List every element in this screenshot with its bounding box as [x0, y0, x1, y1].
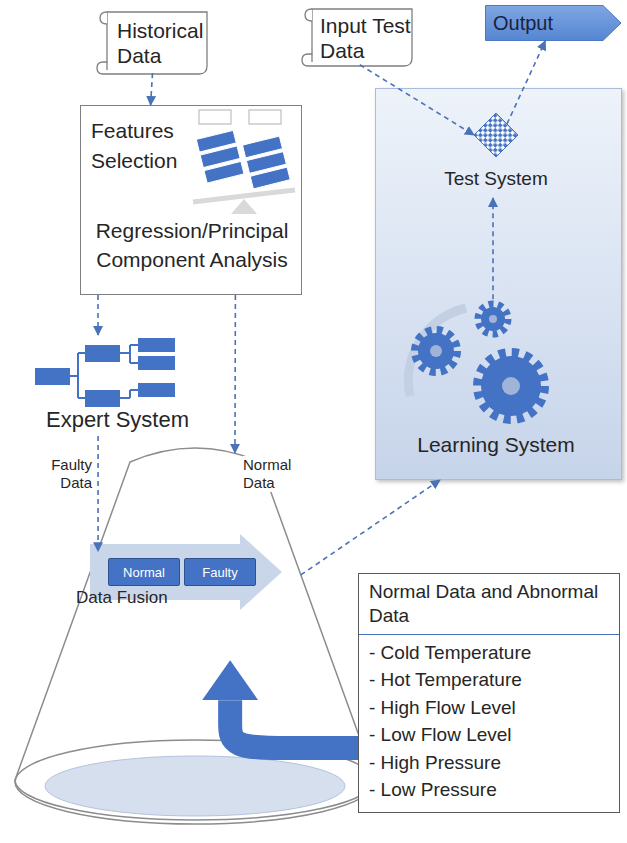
process-box: Features SelectionRegression/Principal C…	[80, 105, 302, 295]
art-part	[138, 383, 175, 397]
node-label: Regression/Principal Component Analysis	[85, 216, 299, 275]
edge-label: Normal Data	[243, 456, 297, 492]
art-part	[302, 9, 412, 66]
dashed-arrow	[360, 65, 474, 135]
list-item: - High Flow Level	[359, 694, 619, 722]
list-item: - High Pressure	[359, 749, 619, 777]
art-part	[250, 167, 290, 189]
list-item: - Low Flow Level	[359, 721, 619, 749]
block-arrow	[230, 700, 358, 748]
art-part	[35, 338, 175, 407]
art-part	[502, 377, 520, 395]
node-label: Output	[493, 11, 603, 35]
art-part	[415, 330, 457, 372]
node-label: Historical Data	[117, 18, 207, 68]
document-node: Input Test Data	[300, 5, 415, 70]
art-part	[408, 308, 466, 396]
list-item: - Low Pressure	[359, 776, 619, 804]
art-part	[138, 338, 175, 352]
document-node: Historical Data	[95, 8, 210, 78]
art-part	[481, 356, 541, 416]
art-part	[242, 136, 290, 189]
art-part	[231, 199, 257, 214]
art-part	[120, 345, 138, 363]
art-part	[85, 345, 120, 362]
node-label: Learning System	[396, 432, 596, 457]
state-box: Normal	[108, 558, 180, 586]
data-fusion-cone: Normal FaultyData Fusion	[10, 440, 380, 830]
dashed-arrow	[234, 295, 236, 453]
art-part	[474, 113, 518, 157]
node-label: Features Selection	[91, 116, 195, 177]
dashed-arrow	[97, 436, 99, 551]
dashed-arrow	[97, 295, 99, 335]
art-part	[204, 161, 244, 183]
art-part	[199, 110, 231, 124]
art-part	[305, 9, 312, 21]
art-part	[478, 353, 544, 419]
node-label: Test System	[421, 168, 571, 191]
art-part	[249, 110, 281, 124]
system-panel: Test System Learning System	[375, 88, 622, 480]
node-label: Input Test Data	[320, 13, 412, 63]
art-part	[70, 353, 85, 398]
art-part	[45, 756, 345, 816]
art-part	[415, 304, 544, 419]
test-system: Test System	[421, 113, 571, 198]
art-part	[15, 448, 375, 820]
art-part	[120, 390, 138, 398]
document-shape	[95, 8, 210, 78]
data-list-box: Normal Data and Abnormal Data- Cold Temp…	[358, 573, 620, 813]
list-item: - Cold Temperature	[359, 635, 619, 667]
art-part	[489, 315, 497, 323]
art-part	[478, 304, 508, 334]
dashed-arrow	[151, 73, 153, 105]
art-part	[138, 356, 175, 370]
art-part	[35, 368, 70, 385]
edge-label: Faulty Data	[44, 456, 92, 492]
dashed-arrow	[492, 198, 494, 299]
list-heading: Normal Data and Abnormal Data	[359, 574, 619, 635]
dashed-arrow	[301, 480, 440, 575]
output-pentagon: Output	[485, 5, 622, 41]
art-part	[430, 345, 442, 357]
learning-system: Learning System	[396, 286, 596, 464]
art-part	[15, 740, 375, 824]
node-label: Data Fusion	[76, 588, 206, 608]
node-label: Expert System	[30, 407, 205, 433]
state-box: Faulty	[184, 558, 256, 586]
art-part	[85, 390, 120, 407]
art-part	[97, 12, 207, 74]
art-part	[486, 6, 622, 41]
art-part	[106, 62, 107, 70]
art-part	[196, 130, 244, 183]
art-part	[311, 54, 312, 62]
art-part	[100, 12, 107, 24]
node-label: Normal	[109, 565, 179, 581]
expert-system: Expert System	[30, 335, 205, 436]
dashed-arrow	[507, 41, 545, 124]
node-label: Faulty	[185, 565, 255, 581]
funnel-cone	[10, 440, 380, 830]
list-item: - Hot Temperature	[359, 666, 619, 694]
